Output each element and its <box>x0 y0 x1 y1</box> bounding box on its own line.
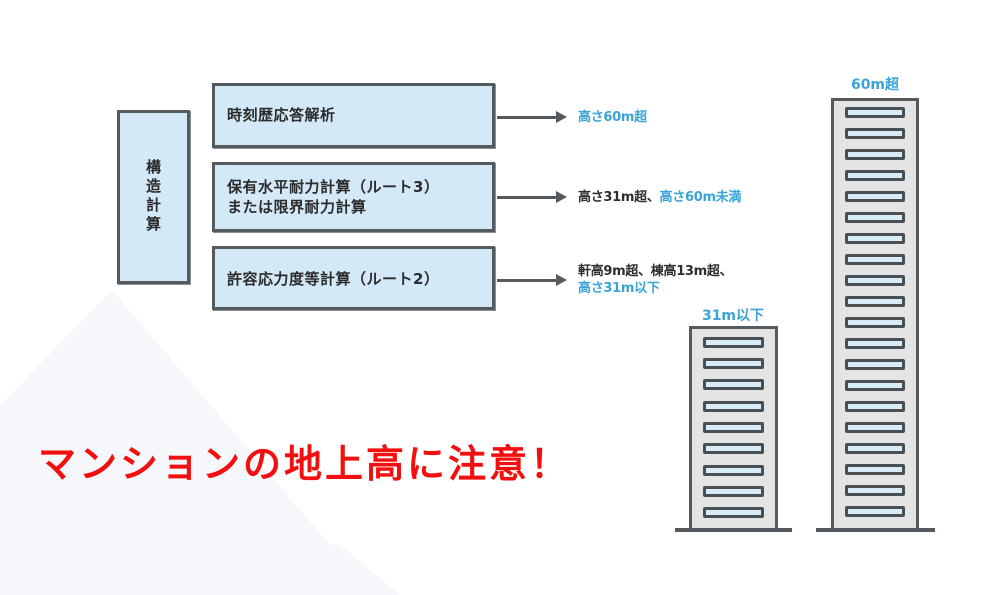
method-label: 時刻歴応答解析 <box>227 106 336 124</box>
method-box-route2: 許容応力度等計算（ルート2） <box>212 246 495 310</box>
condition-label-route2: 軒高9m超、棟高13m超、 高さ31m以下 <box>578 263 733 297</box>
condition-label-time-history: 高さ60m超 <box>578 109 647 126</box>
method-label-line2: または限界耐力計算 <box>227 198 367 216</box>
arrow-right-icon <box>497 111 567 123</box>
condition-text: 軒高9m超、棟高13m超、 <box>578 264 733 279</box>
building-label-short: 31m以下 <box>701 308 765 324</box>
method-box-route3: 保有水平耐力計算（ルート3） または限界耐力計算 <box>212 162 495 232</box>
ground-line-short <box>675 528 792 532</box>
category-char: 算 <box>145 215 161 233</box>
window <box>703 486 764 497</box>
category-box-structural-calculation: 構 造 計 算 <box>117 110 190 284</box>
building-tall <box>831 98 919 530</box>
window <box>845 401 905 412</box>
window <box>845 128 905 139</box>
window <box>845 338 905 349</box>
condition-text-highlight: 高さ60m未満 <box>659 190 742 205</box>
building-short <box>689 326 778 530</box>
window <box>703 465 764 476</box>
window <box>845 464 905 475</box>
window <box>703 422 764 433</box>
method-box-time-history: 時刻歴応答解析 <box>212 83 495 148</box>
window <box>845 443 905 454</box>
arrow-right-icon <box>497 191 567 203</box>
window <box>845 275 905 286</box>
window <box>845 233 905 244</box>
method-label-line1: 保有水平耐力計算（ルート3） <box>227 178 440 196</box>
window <box>703 379 764 390</box>
window <box>845 359 905 370</box>
condition-label-route3: 高さ31m超、高さ60m未満 <box>578 189 741 206</box>
window <box>845 212 905 223</box>
window <box>703 358 764 369</box>
window <box>845 422 905 433</box>
window <box>703 337 764 348</box>
window <box>703 443 764 454</box>
condition-text: 高さ60m超 <box>578 110 647 125</box>
category-label: 構 造 計 算 <box>120 158 187 234</box>
window <box>845 506 905 517</box>
method-label: 許容応力度等計算（ルート2） <box>227 270 440 288</box>
window <box>703 401 764 412</box>
window <box>845 191 905 202</box>
condition-text: 高さ31m超、 <box>578 190 660 205</box>
category-char: 造 <box>145 177 161 195</box>
window <box>703 507 764 518</box>
window <box>845 107 905 118</box>
window <box>845 317 905 328</box>
window <box>845 170 905 181</box>
window <box>845 380 905 391</box>
window <box>845 254 905 265</box>
window <box>845 485 905 496</box>
warning-heading: マンションの地上高に注意！ <box>38 442 572 486</box>
category-char: 計 <box>145 196 161 214</box>
condition-text-highlight: 高さ31m以下 <box>578 281 660 296</box>
ground-line-tall <box>816 528 935 532</box>
building-label-tall: 60m超 <box>850 77 900 93</box>
category-char: 構 <box>145 158 161 176</box>
window <box>845 296 905 307</box>
arrow-right-icon <box>497 274 567 286</box>
window <box>845 149 905 160</box>
